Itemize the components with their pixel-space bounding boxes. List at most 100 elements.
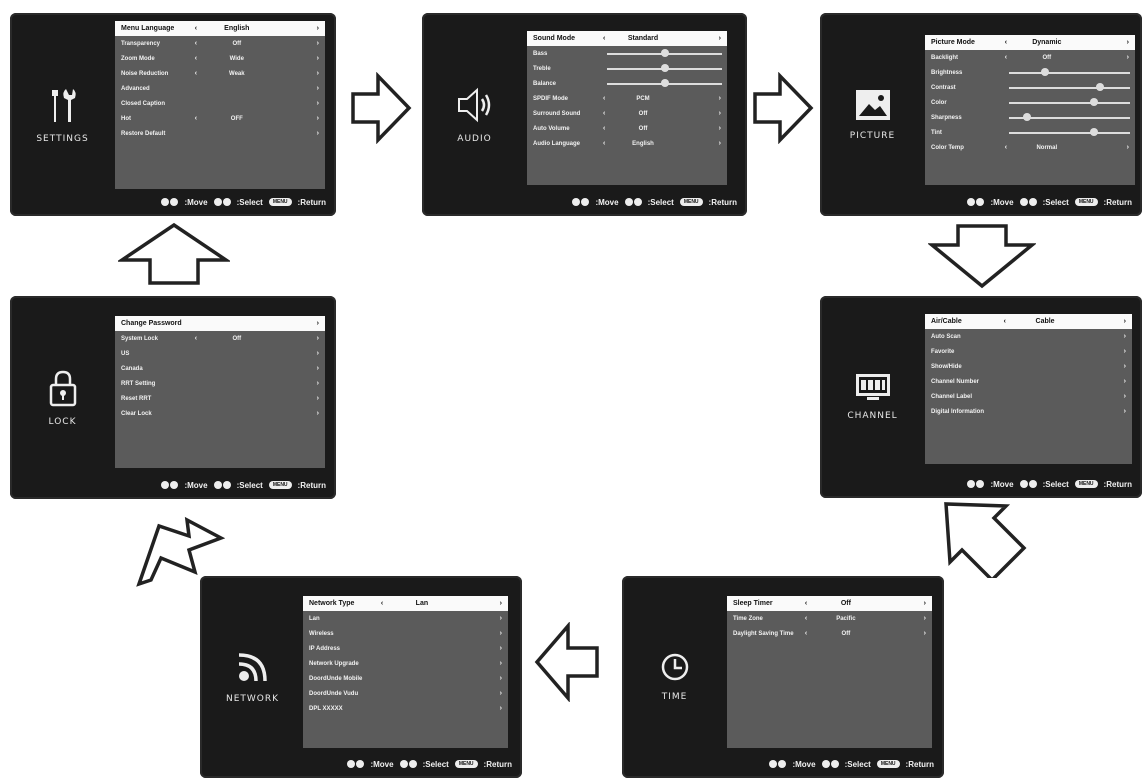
chevron-left-icon[interactable]: ‹ [194, 115, 198, 122]
chevron-right-icon[interactable]: › [499, 690, 502, 697]
chevron-right-icon[interactable]: › [1123, 318, 1126, 325]
chevron-right-icon[interactable]: › [499, 630, 502, 637]
chevron-right-icon[interactable]: › [718, 140, 721, 147]
settings-menu-item[interactable]: Transparency‹Off› [115, 36, 325, 51]
network-menu-item[interactable]: Wireless› [303, 626, 508, 641]
channel-menu-item[interactable]: Air/Cable‹Cable› [925, 314, 1132, 329]
chevron-left-icon[interactable]: ‹ [194, 335, 198, 342]
lock-menu-item[interactable]: Clear Lock› [115, 406, 325, 421]
channel-menu-item[interactable]: Show/Hide› [925, 359, 1132, 374]
chevron-right-icon[interactable]: › [316, 130, 319, 137]
chevron-right-icon[interactable]: › [499, 705, 502, 712]
chevron-right-icon[interactable]: › [316, 115, 319, 122]
chevron-left-icon[interactable]: ‹ [804, 615, 808, 622]
lock-menu-item[interactable]: System Lock‹Off› [115, 331, 325, 346]
lock-menu-item[interactable]: RRT Setting› [115, 376, 325, 391]
slider-knob[interactable] [660, 49, 669, 57]
chevron-right-icon[interactable]: › [1126, 54, 1129, 61]
chevron-right-icon[interactable]: › [316, 335, 319, 342]
chevron-left-icon[interactable]: ‹ [804, 630, 808, 637]
slider-knob[interactable] [1089, 98, 1098, 106]
settings-menu-item[interactable]: Closed Caption› [115, 96, 325, 111]
picture-menu-item[interactable]: Color [925, 95, 1135, 110]
channel-menu-item[interactable]: Channel Label› [925, 389, 1132, 404]
chevron-right-icon[interactable]: › [1123, 378, 1126, 385]
lock-menu-item[interactable]: Canada› [115, 361, 325, 376]
chevron-left-icon[interactable]: ‹ [1004, 54, 1008, 61]
channel-menu-item[interactable]: Digital Information› [925, 404, 1132, 419]
slider-track[interactable] [1009, 102, 1130, 104]
time-menu-item[interactable]: Daylight Saving Time‹Off› [727, 626, 932, 641]
lock-menu-item[interactable]: Reset RRT› [115, 391, 325, 406]
picture-menu-item[interactable]: Color Temp‹Normal› [925, 140, 1135, 155]
audio-menu-item[interactable]: Auto Volume‹Off› [527, 121, 727, 136]
chevron-right-icon[interactable]: › [1126, 39, 1129, 46]
audio-menu-item[interactable]: Treble [527, 61, 727, 76]
chevron-right-icon[interactable]: › [316, 395, 319, 402]
chevron-left-icon[interactable]: ‹ [603, 110, 606, 117]
lock-menu-item[interactable]: Change Password› [115, 316, 325, 331]
chevron-left-icon[interactable]: ‹ [1004, 39, 1008, 46]
chevron-right-icon[interactable]: › [316, 40, 319, 47]
lock-menu-item[interactable]: US› [115, 346, 325, 361]
chevron-left-icon[interactable]: ‹ [194, 70, 198, 77]
chevron-left-icon[interactable]: ‹ [1004, 144, 1008, 151]
chevron-right-icon[interactable]: › [923, 630, 926, 637]
audio-menu-item[interactable]: Balance [527, 76, 727, 91]
slider-knob[interactable] [1095, 83, 1104, 91]
chevron-right-icon[interactable]: › [316, 320, 319, 327]
network-menu-item[interactable]: IP Address› [303, 641, 508, 656]
settings-menu-item[interactable]: Hot‹OFF› [115, 111, 325, 126]
network-menu-item[interactable]: Network Type‹Lan› [303, 596, 508, 611]
slider-track[interactable] [1009, 72, 1130, 74]
chevron-left-icon[interactable]: ‹ [194, 55, 198, 62]
chevron-right-icon[interactable]: › [718, 35, 721, 42]
settings-menu-item[interactable]: Noise Reduction‹Weak› [115, 66, 325, 81]
slider-track[interactable] [1009, 117, 1130, 119]
audio-menu-item[interactable]: Bass [527, 46, 727, 61]
chevron-left-icon[interactable]: ‹ [603, 95, 606, 102]
chevron-right-icon[interactable]: › [718, 125, 721, 132]
network-menu-item[interactable]: Network Upgrade› [303, 656, 508, 671]
chevron-left-icon[interactable]: ‹ [804, 600, 808, 607]
slider-knob[interactable] [1041, 68, 1050, 76]
channel-menu-item[interactable]: Channel Number› [925, 374, 1132, 389]
time-menu-item[interactable]: Sleep Timer‹Off› [727, 596, 932, 611]
picture-menu-item[interactable]: Tint [925, 125, 1135, 140]
settings-menu-item[interactable]: Menu Language‹English› [115, 21, 325, 36]
chevron-right-icon[interactable]: › [316, 55, 319, 62]
network-menu-item[interactable]: DoordUnde Mobile› [303, 671, 508, 686]
chevron-right-icon[interactable]: › [1123, 393, 1126, 400]
slider-track[interactable] [1009, 87, 1130, 89]
chevron-right-icon[interactable]: › [1123, 408, 1126, 415]
network-menu-item[interactable]: DPL XXXXX› [303, 701, 508, 716]
settings-menu-item[interactable]: Zoom Mode‹Wide› [115, 51, 325, 66]
chevron-right-icon[interactable]: › [923, 600, 926, 607]
picture-menu-item[interactable]: Backlight‹Off› [925, 50, 1135, 65]
audio-menu-item[interactable]: Audio Language‹English› [527, 136, 727, 151]
slider-track[interactable] [1009, 132, 1130, 134]
chevron-left-icon[interactable]: ‹ [603, 35, 606, 42]
picture-menu-item[interactable]: Sharpness [925, 110, 1135, 125]
channel-menu-item[interactable]: Favorite› [925, 344, 1132, 359]
time-menu-item[interactable]: Time Zone‹Pacific› [727, 611, 932, 626]
chevron-left-icon[interactable]: ‹ [1003, 318, 1006, 325]
picture-menu-item[interactable]: Contrast [925, 80, 1135, 95]
settings-menu-item[interactable]: Advanced› [115, 81, 325, 96]
audio-menu-item[interactable]: Sound Mode‹Standard› [527, 31, 727, 46]
network-menu-item[interactable]: DoordUnde Vudu› [303, 686, 508, 701]
chevron-left-icon[interactable]: ‹ [194, 40, 198, 47]
chevron-right-icon[interactable]: › [316, 350, 319, 357]
chevron-right-icon[interactable]: › [1123, 348, 1126, 355]
chevron-right-icon[interactable]: › [718, 110, 721, 117]
chevron-left-icon[interactable]: ‹ [603, 125, 606, 132]
chevron-right-icon[interactable]: › [316, 380, 319, 387]
audio-menu-item[interactable]: Surround Sound‹Off› [527, 106, 727, 121]
chevron-right-icon[interactable]: › [316, 100, 319, 107]
chevron-right-icon[interactable]: › [499, 615, 502, 622]
channel-menu-item[interactable]: Auto Scan› [925, 329, 1132, 344]
chevron-right-icon[interactable]: › [316, 25, 319, 32]
chevron-left-icon[interactable]: ‹ [603, 140, 606, 147]
chevron-right-icon[interactable]: › [923, 615, 926, 622]
settings-menu-item[interactable]: Restore Default› [115, 126, 325, 141]
